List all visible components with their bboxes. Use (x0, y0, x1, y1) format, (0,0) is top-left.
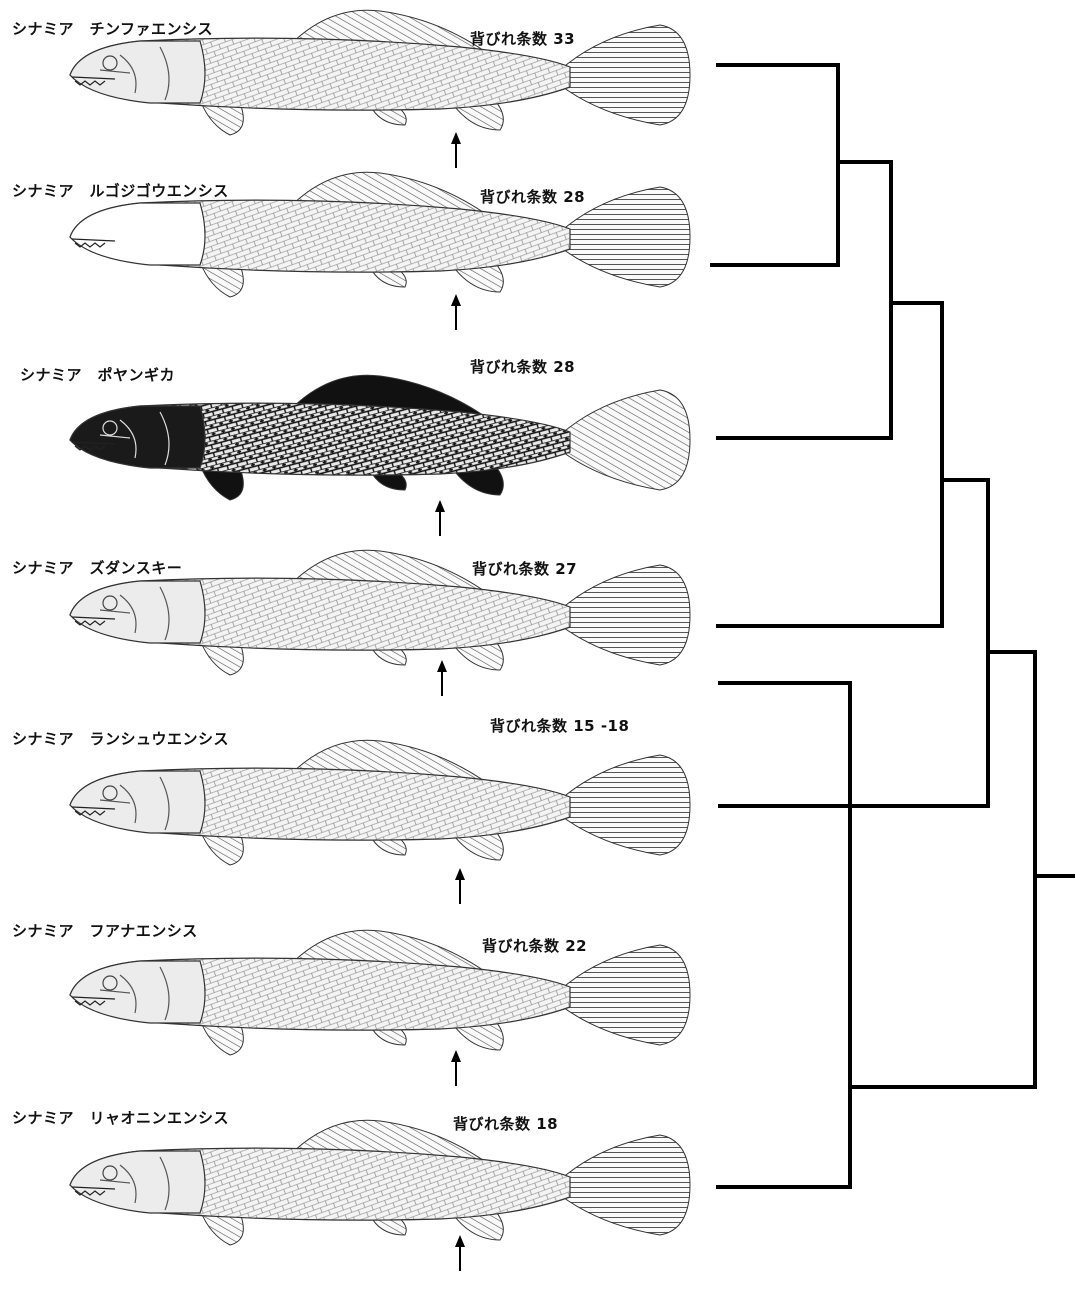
fish-drawing (70, 1120, 690, 1245)
fish-head (70, 203, 205, 265)
fish-head (70, 406, 205, 468)
anal-fin-arrow (451, 294, 461, 330)
fish-head (70, 1151, 205, 1213)
caudal-fin (560, 945, 690, 1045)
anal-fin-arrow (455, 868, 465, 904)
fish-head (70, 581, 205, 643)
fish-drawing (70, 375, 690, 500)
caudal-fin (560, 25, 690, 125)
caudal-fin (560, 390, 690, 490)
anal-fin-arrow (455, 1235, 465, 1271)
tree-node-c (720, 480, 988, 806)
caudal-fin (560, 565, 690, 665)
anal-fin-arrow (435, 500, 445, 536)
phylogenetic-tree (712, 65, 1075, 1187)
dorsal-ray-count: 背びれ条数 33 (470, 28, 575, 49)
anal-fin-arrow (451, 1050, 461, 1086)
species-name: シナミア ランシュウエンシス (12, 728, 229, 749)
dorsal-ray-count: 背びれ条数 22 (482, 935, 587, 956)
fish-head (70, 41, 205, 103)
caudal-fin (560, 755, 690, 855)
dorsal-ray-count: 背びれ条数 27 (472, 558, 577, 579)
species-name: シナミア チンファエンシス (12, 18, 213, 39)
tree-node-a (718, 162, 891, 438)
caudal-fin (560, 1135, 690, 1235)
tree-node-b (718, 303, 942, 626)
fish-drawing (70, 740, 690, 865)
dorsal-ray-count: 背びれ条数 18 (453, 1113, 558, 1134)
dorsal-ray-count: 背びれ条数 28 (470, 356, 575, 377)
fish-head (70, 771, 205, 833)
species-name: シナミア ルゴジゴウエンシス (12, 180, 229, 201)
tree-branch-6-7 (718, 683, 850, 1187)
species-name: シナミア ポヤンギカ (20, 364, 175, 385)
fish-head (70, 961, 205, 1023)
fish-drawing (70, 930, 690, 1055)
species-name: シナミア フアナエンシス (12, 920, 198, 941)
anal-fin-arrow (451, 132, 461, 168)
dorsal-ray-count: 背びれ条数 15 -18 (490, 715, 629, 736)
anal-fin-arrow (437, 660, 447, 696)
tree-root-split (850, 652, 1035, 1087)
species-name: シナミア ズダンスキー (12, 557, 182, 578)
tree-branch-1-2 (712, 65, 838, 265)
dorsal-ray-count: 背びれ条数 28 (480, 186, 585, 207)
species-name: シナミア リャオニンエンシス (12, 1107, 229, 1128)
